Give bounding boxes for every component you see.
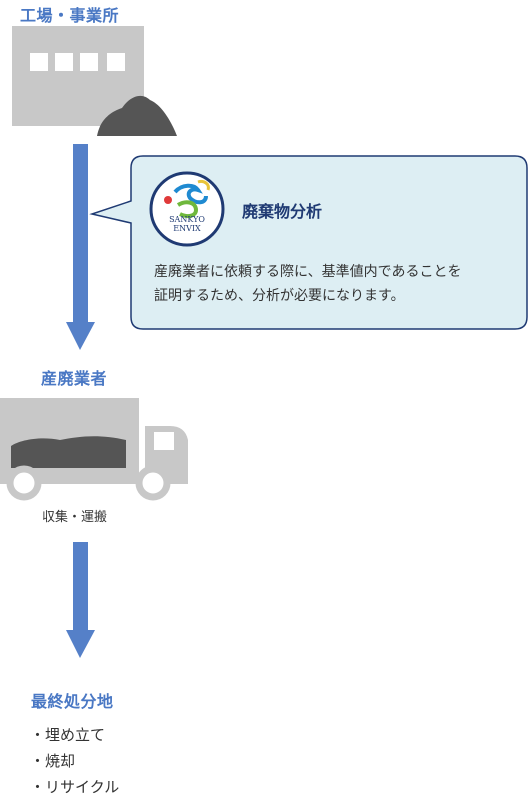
list-item: ・リサイクル: [30, 778, 120, 796]
svg-text:SANKYO: SANKYO: [169, 215, 205, 224]
list-item: ・埋め立て: [30, 726, 106, 744]
waste-company-title: 産廃業者: [41, 369, 108, 388]
final-disposal-title: 最終処分地: [31, 692, 114, 711]
bubble-title: 廃棄物分析: [242, 202, 323, 221]
bubble-text-line2: 証明するため、分析が必要になります。: [154, 288, 405, 304]
collection-label: 収集・運搬: [42, 510, 108, 525]
list-item: ・焼却: [30, 752, 76, 770]
svg-text:ENVIX: ENVIX: [173, 224, 201, 233]
bubble-text-line1: 産廃業者に依頼する際に、基準値内であることを: [154, 264, 462, 280]
disposal-methods-list: ・埋め立て ・焼却 ・リサイクル: [30, 722, 119, 800]
factory-title: 工場・事業所: [20, 6, 120, 25]
